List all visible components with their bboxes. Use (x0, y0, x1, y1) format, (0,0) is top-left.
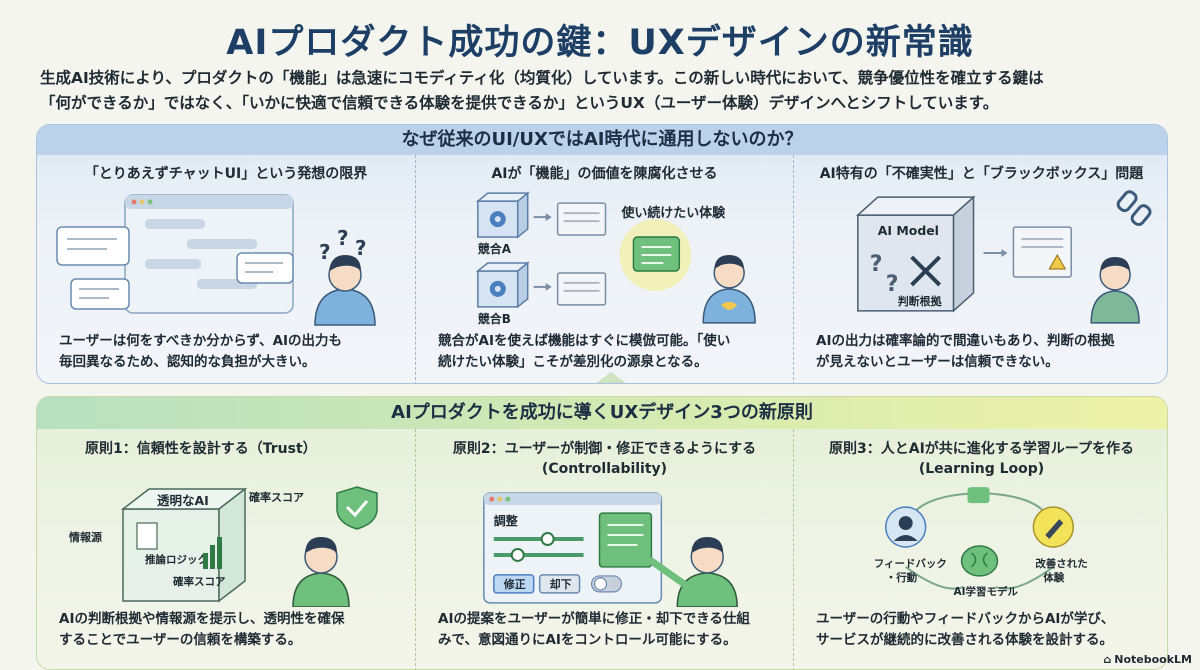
problems-heading: なぜ従来のUI/UXではAI時代に通用しないのか？ (37, 125, 1167, 155)
svg-text:体験: 体験 (1043, 571, 1064, 584)
principle-title: 原則3：人とAIが共に進化する学習ループを作る (Learning Loop) (829, 441, 1134, 477)
ai-model-cube-icon: AI Model ? ? 判断根拠 (855, 195, 976, 313)
svg-text:AI学習モデル: AI学習モデル (954, 585, 1019, 598)
speech-bubble-icon (70, 278, 130, 310)
window-dot-red (131, 199, 137, 205)
problem-title: AIが「機能」の価値を陳腐化させる (491, 166, 718, 182)
problem-description: ユーザーは何をすべきか分からず、AIの出力も 毎回異なるため、認知的な負担が大き… (59, 333, 343, 370)
doubtful-user-icon (1090, 257, 1140, 324)
problem-description: AIの出力は確率論的で間違いもあり、判断の根拠 が見えないとユーザーは信頼できな… (816, 333, 1115, 370)
principle-card-learning-loop: 原則3：人とAIが共に進化する学習ループを作る (Learning Loop) … (793, 429, 1167, 669)
reject-button[interactable]: 却下 (538, 574, 581, 594)
svg-text:修正: 修正 (503, 577, 526, 591)
black-box-illustration: AI Model ? ? 判断根拠 (855, 190, 1152, 324)
broken-link-icon (1116, 190, 1152, 227)
document-icon (556, 202, 607, 236)
svg-text:フィードバック: フィードバック (874, 558, 947, 570)
chat-bubble (187, 239, 257, 249)
competitor-a-label: 競合A (478, 241, 512, 256)
brand-watermark: ⌂ NotebookLM (1103, 653, 1192, 666)
principle-description: ユーザーの行動やフィードバックからAIが学び、 サービスが継続的に改善される体験… (816, 611, 1115, 648)
suggestion-card (598, 512, 653, 568)
transparent-cube-icon: 透明なAI 推論ロジック 確率スコア (120, 487, 248, 603)
problem-title: AI特有の「不確実性」と「ブラックボックス」問題 (819, 166, 1144, 182)
problem-description: 競合がAIを使えば機能はすぐに模倣可能。「使い 続けたい体験」こそが差別化の源泉… (438, 333, 731, 370)
experience-label: 使い続けたい体験 (620, 205, 726, 221)
window-dot-yellow (139, 199, 145, 205)
svg-text:改善された: 改善された (1035, 557, 1087, 570)
principle-description: AIの提案をユーザーが簡単に修正・却下できる仕組 みで、意図通りにAIをコントロ… (438, 611, 750, 648)
principles-heading: AIプロダクトを成功に導くUXデザイン3つの新原則 (37, 397, 1167, 429)
svg-text:判断根拠: 判断根拠 (898, 294, 943, 308)
competitor-b-label: 競合B (478, 311, 511, 326)
user-feedback-icon (885, 506, 927, 548)
confused-user-icon (314, 255, 376, 326)
principle-title: 原則1：信頼性を設計する（Trust） (85, 441, 317, 457)
chat-bubble (145, 259, 201, 269)
principle-title: 原則2：ユーザーが制御・修正できるようにする (Controllability) (452, 441, 757, 477)
svg-text:?: ? (355, 236, 367, 260)
score-label: 確率スコア (249, 490, 304, 504)
controlling-user-icon (647, 537, 738, 607)
svg-text:?: ? (337, 226, 349, 250)
brand-label: NotebookLM (1114, 653, 1192, 666)
rocket-icon (1032, 506, 1075, 548)
commoditization-illustration: 競合A 競合B 使い続けたい体験 (475, 191, 756, 326)
principles-section: AIプロダクトを成功に導くUXデザイン3つの新原則 原則1：信頼性を設計する（T… (36, 396, 1168, 670)
svg-text:?: ? (870, 252, 883, 277)
svg-text:確率スコア: 確率スコア (173, 575, 226, 588)
page-title: AIプロダクト成功の鍵：UXデザインの新常識 (226, 23, 974, 63)
notebook-icon: ⌂ (1103, 653, 1112, 666)
document-icon (1012, 226, 1073, 278)
cross-icon (910, 255, 942, 287)
brain-icon (960, 545, 999, 577)
problem-card-chat-ui: 「とりあえずチャットUI」という発想の限界 ? ? ? (37, 155, 415, 383)
speech-bubble-icon (236, 252, 294, 284)
adjust-label: 調整 (494, 513, 518, 528)
document-icon (136, 522, 158, 550)
problems-section: なぜ従来のUI/UXではAI時代に通用しないのか？ 「とりあえずチャットUI」と… (36, 124, 1168, 384)
happy-user-icon (702, 255, 756, 324)
svg-text:AI Model: AI Model (878, 223, 939, 238)
toggle-switch[interactable] (590, 575, 623, 593)
window-titlebar (125, 195, 293, 209)
intro-text: 生成AI技術により、プロダクトの「機能」は急速にコモディティ化（均質化）していま… (40, 66, 1170, 116)
trust-illustration: 透明なAI 推論ロジック 確率スコア 情報源 確率スコア (69, 486, 378, 607)
speech-bubble-icon (56, 226, 130, 266)
window-dot-green (147, 199, 153, 205)
chat-bubble (145, 219, 205, 229)
heart-icon (721, 301, 738, 310)
loop-arrow (905, 566, 964, 590)
shield-check-icon (336, 486, 378, 530)
gear-cube-icon (475, 191, 530, 239)
principle-card-trust: 原則1：信頼性を設計する（Trust） 透明なAI 推論ロジック 確率スコア 情… (37, 429, 415, 669)
intro-line-1: 生成AI技術により、プロダクトの「機能」は急速にコモディティ化（均質化）していま… (40, 69, 1044, 87)
svg-text:?: ? (886, 272, 899, 297)
svg-text:推論ロジック: 推論ロジック (145, 553, 208, 566)
chat-icon (967, 487, 990, 504)
controllability-illustration: 調整 修正 却下 (483, 492, 738, 607)
learning-loop-illustration: フィードバック ・行動 AI学習モデル 改善された 体験 (874, 487, 1088, 598)
svg-text:透明なAI: 透明なAI (157, 493, 209, 508)
trusting-user-icon (292, 537, 350, 607)
problem-title: 「とりあえずチャットUI」という発想の限界 (84, 166, 368, 182)
warning-icon (1048, 254, 1067, 270)
principle-card-controllability: 原則2：ユーザーが制御・修正できるようにする (Controllability)… (415, 429, 793, 669)
edit-button[interactable]: 修正 (493, 574, 535, 594)
loop-arrow (995, 566, 1054, 590)
intro-line-2: 「何ができるか」ではなく、「いかに快適で信頼できる体験を提供できるか」というUX… (40, 94, 999, 112)
principle-description: AIの判断根拠や情報源を提示し、透明性を確保 することでユーザーの信頼を構築する… (59, 611, 345, 648)
bar-chart-icon (203, 553, 208, 569)
problem-card-commoditization: AIが「機能」の価値を陳腐化させる 競合A 競合B (415, 155, 793, 383)
document-icon (556, 272, 607, 306)
problem-card-black-box: AI特有の「不確実性」と「ブラックボックス」問題 AI Model ? ? 判断… (793, 155, 1167, 383)
svg-text:却下: 却下 (550, 577, 572, 591)
gear-cube-icon (475, 261, 530, 309)
chat-ui-illustration: ? ? ? (56, 194, 376, 326)
svg-text:・行動: ・行動 (886, 571, 918, 584)
question-marks-icon: ? (319, 240, 331, 264)
source-label: 情報源 (69, 530, 102, 544)
